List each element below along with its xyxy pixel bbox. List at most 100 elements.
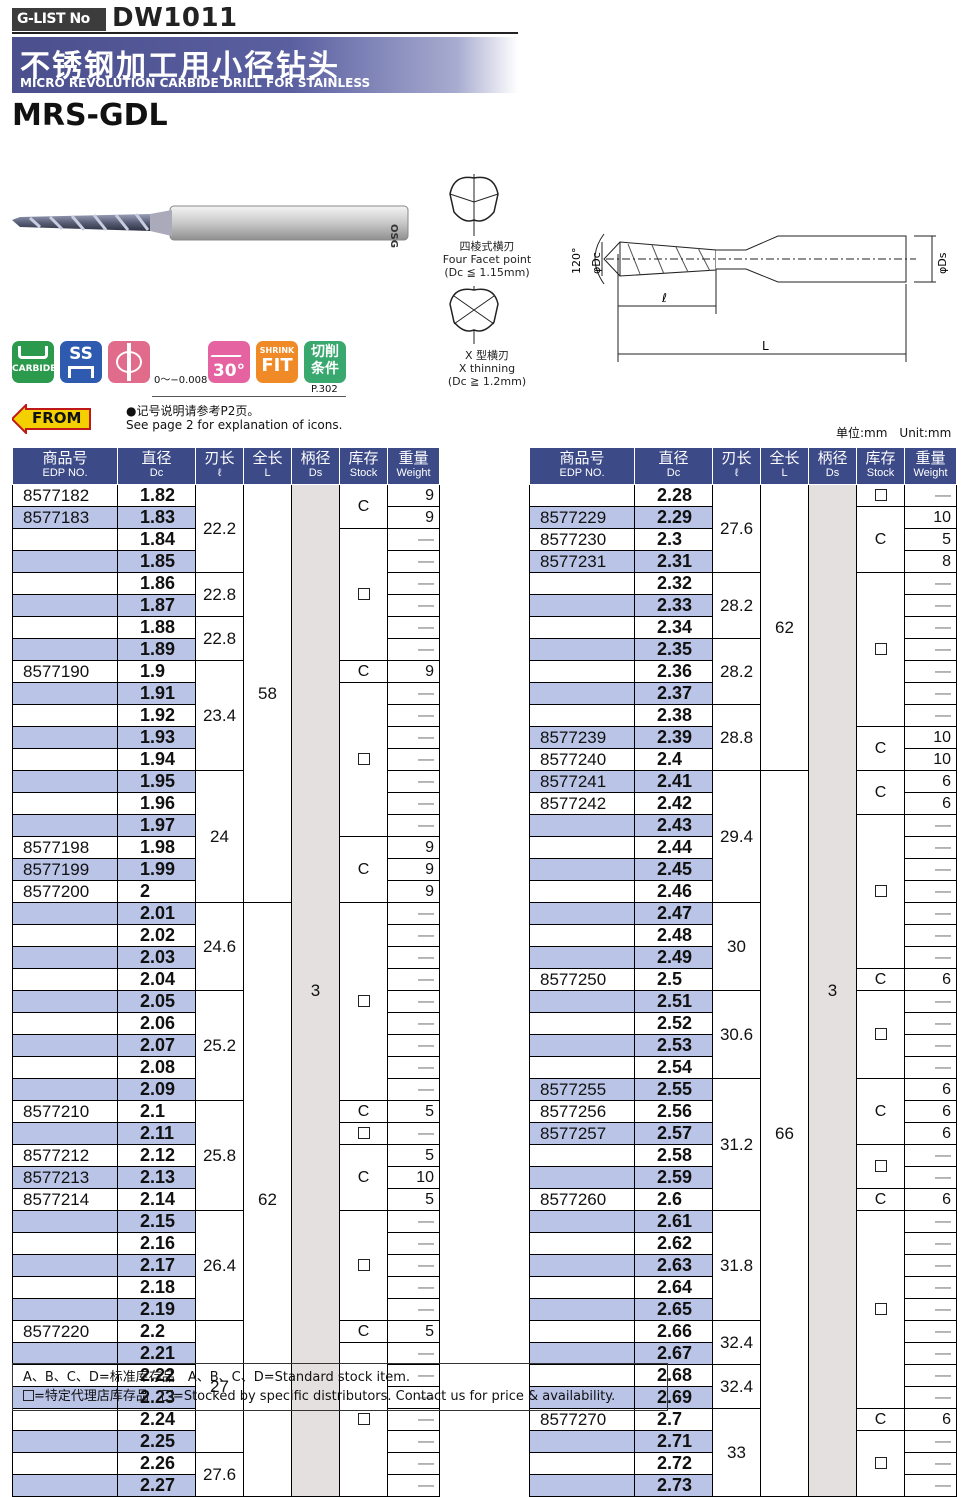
weight-cell: — [904, 1320, 957, 1343]
diameter-cell: 2.42 [634, 792, 713, 815]
edp-cell [529, 1210, 635, 1233]
table-row: 2.52— [529, 1012, 957, 1035]
weight-cell: — [387, 704, 440, 727]
weight-cell: — [387, 550, 440, 573]
diameter-cell: 2.08 [117, 1056, 196, 1079]
page-ref[interactable]: P.302 [311, 384, 338, 395]
weight-cell: — [387, 770, 440, 793]
weight-cell: — [904, 660, 957, 683]
table-row: 2.62— [529, 1232, 957, 1255]
edp-cell: 8577231 [529, 550, 635, 573]
four-facet-range: (Dc ≦ 1.15mm) [444, 266, 530, 279]
overall-length-cell: 58 [243, 484, 292, 903]
edp-cell: 8577239 [529, 726, 635, 749]
table-row: 2.58— [529, 1144, 957, 1189]
shrink-fit-icon: SHRINK FIT [256, 341, 298, 383]
dim-flute-label: ℓ [661, 291, 667, 305]
edp-cell [529, 1276, 635, 1299]
edp-cell: 8577229 [529, 506, 635, 529]
stock-cell [856, 1430, 905, 1497]
diameter-cell: 1.94 [117, 748, 196, 771]
diameter-cell: 2.31 [634, 550, 713, 573]
overall-length-cell: 62 [243, 902, 292, 1497]
edp-cell [529, 880, 635, 903]
weight-cell: 5 [387, 1144, 440, 1167]
edp-cell [529, 946, 635, 969]
stock-cell: C [339, 1320, 388, 1343]
weight-cell: — [904, 594, 957, 617]
stock-cell: C [856, 770, 905, 815]
weight-cell: — [387, 1210, 440, 1233]
table-row: 1.94— [12, 748, 440, 771]
flute-length-cell: 25.2 [195, 990, 244, 1101]
table-row: 1.84— [12, 528, 440, 661]
weight-cell: — [387, 572, 440, 595]
weight-cell: — [387, 1386, 440, 1409]
dim-dc-label: φDc [590, 252, 603, 274]
weight-cell: 10 [904, 748, 957, 771]
table-row: 1.87— [12, 594, 440, 617]
edp-cell [12, 1232, 118, 1255]
weight-cell: — [387, 1408, 440, 1431]
edp-cell: 8577270 [529, 1408, 635, 1431]
diameter-cell: 1.97 [117, 814, 196, 837]
stock-cell: C [339, 836, 388, 903]
stock-cell: C [339, 1100, 388, 1123]
weight-cell: 6 [904, 1408, 957, 1431]
diameter-cell: 2.01 [117, 902, 196, 925]
stock-cell: C [339, 484, 388, 529]
weight-cell: — [904, 902, 957, 925]
stock-cell [339, 1122, 388, 1145]
overall-length-cell: 66 [760, 770, 809, 1497]
weight-cell: — [904, 1012, 957, 1035]
table-row: 2.02— [12, 924, 440, 947]
flute-length-cell: 32.4 [712, 1364, 761, 1409]
diameter-cell: 2.62 [634, 1232, 713, 1255]
diameter-cell: 1.89 [117, 638, 196, 661]
diameter-cell: 2.46 [634, 880, 713, 903]
edp-cell [529, 1430, 635, 1453]
diameter-cell: 1.91 [117, 682, 196, 705]
distributor-box-icon [874, 1303, 887, 1316]
stock-cell [339, 682, 388, 837]
table-row: 2.43 — [529, 814, 957, 969]
weight-cell: 5 [387, 1188, 440, 1211]
overall-length-cell: 62 [760, 484, 809, 771]
table-row: 1.97— [12, 814, 440, 837]
ss-label: SS [69, 344, 93, 364]
diameter-cell: 2.18 [117, 1276, 196, 1299]
diameter-cell: 2.59 [634, 1166, 713, 1189]
edp-cell: 8577240 [529, 748, 635, 771]
table-row: 2.63— [529, 1254, 957, 1277]
legend-std-en: A、B、C、D=Standard stock item. [187, 1370, 411, 1385]
weight-cell: — [387, 1232, 440, 1255]
edp-cell [12, 1034, 118, 1057]
edp-cell [529, 902, 635, 925]
weight-cell: — [904, 1056, 957, 1079]
flute-length-cell: 27 [195, 1320, 244, 1453]
unit-label: 单位:mm Unit:mm [836, 426, 952, 440]
weight-cell: — [387, 1342, 440, 1365]
weight-cell: — [904, 858, 957, 881]
table-row: 2.34— [529, 616, 957, 639]
weight-cell: — [387, 924, 440, 947]
stock-cell: C [856, 506, 905, 573]
stock-cell [339, 528, 388, 661]
table-row: 2.67— [529, 1342, 957, 1365]
cutting-conditions-icon[interactable]: 切削 条件 [304, 341, 346, 383]
diameter-cell: 2.43 [634, 814, 713, 837]
weight-cell: — [387, 726, 440, 749]
legend-std-zh: A、B、C、D=标准库存品 [23, 1370, 175, 1385]
edp-cell [12, 726, 118, 749]
edp-cell: 8577210 [12, 1100, 118, 1123]
diameter-cell: 2.45 [634, 858, 713, 881]
